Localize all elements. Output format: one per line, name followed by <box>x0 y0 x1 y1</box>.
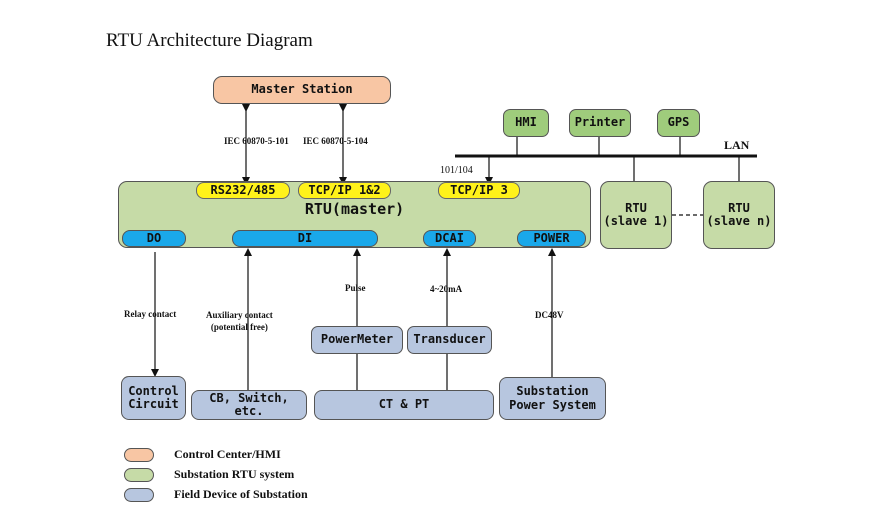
legend-swatch-rtu-system <box>124 468 154 482</box>
port-101-104-label: 101/104 <box>440 165 473 176</box>
pulse-label: Pulse <box>345 283 366 293</box>
rtu-master-label: RTU(master) <box>304 200 405 218</box>
page-title: RTU Architecture Diagram <box>106 30 313 51</box>
legend-swatch-field-device <box>124 488 154 502</box>
iec101-label: IEC 60870-5-101 <box>224 136 289 146</box>
ma-label: 4~20mA <box>430 284 463 294</box>
power-port: POWER <box>517 230 586 247</box>
iec104-label: IEC 60870-5-104 <box>303 136 368 146</box>
rs232-port: RS232/485 <box>196 182 290 199</box>
legend-label-control-center: Control Center/HMI <box>174 447 281 461</box>
gps-node: GPS <box>657 109 700 137</box>
rtu-slaven-node: RTU (slave n) <box>703 181 775 249</box>
rtu-slave1-node: RTU (slave 1) <box>600 181 672 249</box>
do-port: DO <box>122 230 186 247</box>
printer-node: Printer <box>569 109 631 137</box>
tcpip3-port: TCP/IP 3 <box>438 182 520 199</box>
master-station-node: Master Station <box>213 76 391 104</box>
control-circuit-node: Control Circuit <box>121 376 186 420</box>
cb-switch-node: CB, Switch, etc. <box>191 390 307 420</box>
powermeter-node: PowerMeter <box>311 326 403 354</box>
substation-power-node: Substation Power System <box>499 377 606 420</box>
lan-label: LAN <box>724 138 750 152</box>
legend-label-field-device: Field Device of Substation <box>174 487 308 501</box>
aux-contact-label: Auxiliary contact (potential free) <box>206 310 273 332</box>
legend-swatch-control-center <box>124 448 154 462</box>
tcpip12-port: TCP/IP 1&2 <box>298 182 391 199</box>
dcai-port: DCAI <box>423 230 476 247</box>
di-port: DI <box>232 230 378 247</box>
dc48v-label: DC48V <box>535 310 564 320</box>
hmi-node: HMI <box>503 109 549 137</box>
transducer-node: Transducer <box>407 326 492 354</box>
relay-contact-label: Relay contact <box>124 309 177 319</box>
legend-label-rtu-system: Substation RTU system <box>174 467 295 481</box>
ct-pt-node: CT & PT <box>314 390 494 420</box>
